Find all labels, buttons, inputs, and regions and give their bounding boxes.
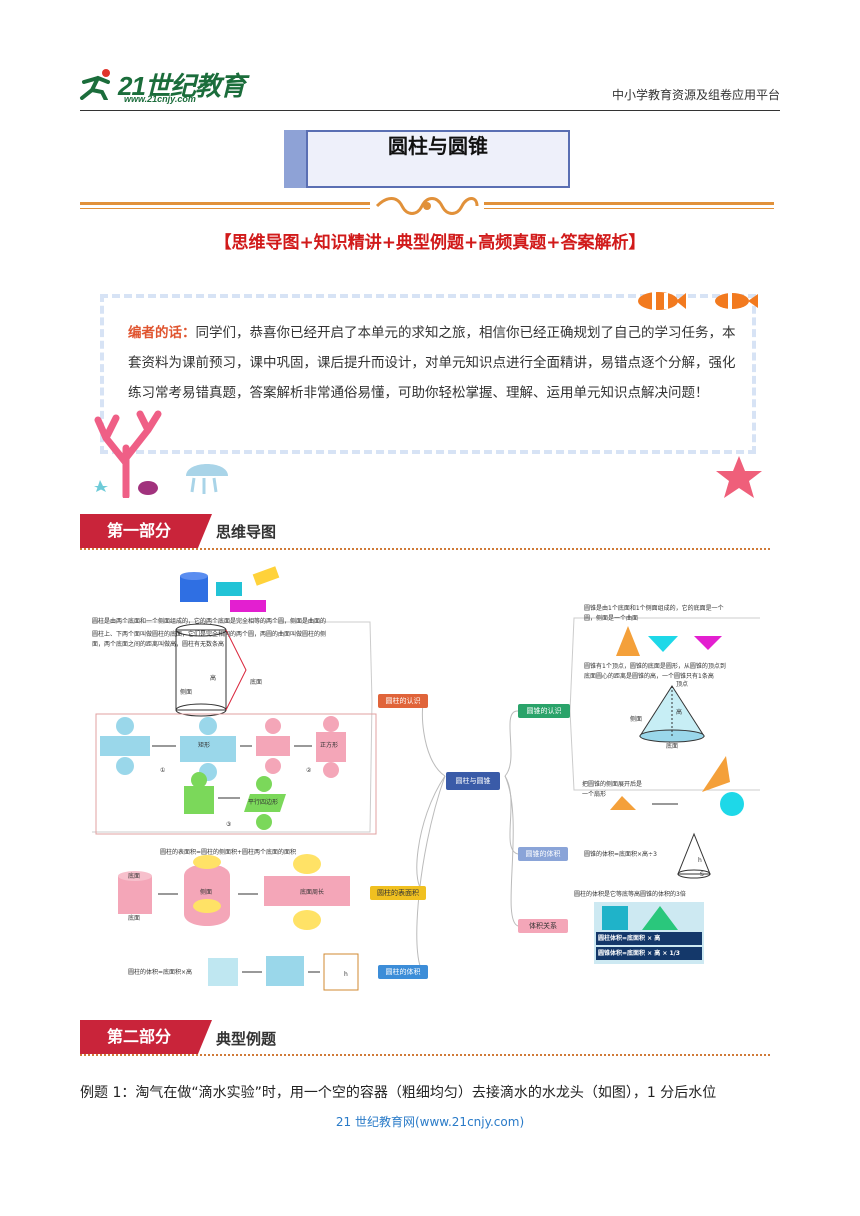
unfold-num-1: ① <box>160 767 166 774</box>
cone-desc-1: 圆锥是由1个底面和1个侧面组成的，它的底面是一个 <box>584 605 724 612</box>
runner-logo-icon <box>80 69 110 100</box>
clownfish-icon <box>638 292 758 310</box>
cone-apex-1: 圆锥有1个顶点，圆锥的底面是圆形，从圆锥的顶点到 <box>584 663 726 670</box>
section-1-tab: 第一部分 <box>80 514 212 548</box>
logo-text: 21世纪教育 <box>118 71 246 101</box>
unfold-label-square: 正方形 <box>320 742 339 749</box>
cone-label-side: 侧面 <box>630 716 643 723</box>
ornament-line-left <box>80 202 370 205</box>
section-2-title: 典型例题 <box>216 1030 277 1048</box>
ornament-line-right-thin <box>484 208 774 209</box>
node-cone-recognition: 圆锥的认识 <box>518 704 570 718</box>
logo-url: www.21cnjy.com <box>124 94 196 104</box>
cone-label-height: 高 <box>676 709 683 716</box>
cyl-label-side: 侧面 <box>180 689 193 696</box>
editor-note-label: 编者的话： <box>128 325 196 341</box>
header-divider <box>80 110 780 111</box>
unfold-num-2: ② <box>306 767 312 774</box>
cone-unfold-1: 把圆锥的侧面展开后是 <box>582 781 643 788</box>
relation-formula-2: 圆锥体积=底面积 × 高 × 1/3 <box>598 950 680 957</box>
cyl-desc-1: 圆柱是由两个底面和一个侧面组成的，它的两个底面是完全相等的两个圆，侧面是曲面的 <box>92 618 327 625</box>
page-title: 圆柱与圆锥 <box>388 134 488 158</box>
relation-desc: 圆柱的体积是它等底等高圆锥的体积的3倍 <box>574 891 686 898</box>
cyl-volume-h: h <box>344 971 348 978</box>
node-cylinder-recognition: 圆柱的认识 <box>378 694 428 708</box>
coral-icon <box>94 410 162 498</box>
cone-volume-formula: 圆锥的体积=底面积×高÷3 <box>584 851 657 858</box>
unfold-label-rect: 矩形 <box>198 742 211 749</box>
footer-link[interactable]: 21 世纪教育网(www.21cnjy.com) <box>335 1115 525 1129</box>
editor-note-box <box>100 294 756 454</box>
surface-label-side: 侧面 <box>200 889 213 896</box>
example-1-text: 例题 1：淘气在做“滴水实验”时，用一个空的容器（粗细均匀）去接滴水的水龙头（如… <box>80 1085 717 1101</box>
cyl-desc-3: 面，两个底面之间的距离叫做高，圆柱有无数条高 <box>92 641 225 648</box>
unfold-num-3: ③ <box>226 821 232 828</box>
subtitle: 【思维导图+知识精讲+典型例题+高频真题+答案解析】 <box>214 233 646 253</box>
node-volume-relation: 体积关系 <box>518 919 568 933</box>
editor-note-text: 编者的话：同学们，恭喜你已经开启了本单元的求知之旅，相信你已经正确规划了自己的学… <box>128 318 748 408</box>
surface-label-circumference: 底面周长 <box>300 889 325 896</box>
relation-formula-1: 圆柱体积=底面积 × 高 <box>598 935 661 942</box>
node-cylinder-surface: 圆柱的表面积 <box>370 886 426 900</box>
jellyfish-icon <box>186 464 228 494</box>
editor-note-body: 同学们，恭喜你已经开启了本单元的求知之旅，相信你已经正确规划了自己的学习任务，本… <box>128 325 736 401</box>
section-2-divider <box>80 1054 770 1056</box>
mindmap-graphics <box>92 566 760 991</box>
cone-unfold-2: 一个扇形 <box>582 791 607 798</box>
cone-volume-h: h <box>698 857 702 864</box>
cone-label-base: 底面 <box>666 743 679 750</box>
surface-label-base-bottom: 底面 <box>128 915 141 922</box>
cone-label-apex: 顶点 <box>676 681 689 688</box>
scroll-ornament-icon <box>375 197 479 215</box>
section-1-divider <box>80 548 770 550</box>
starfish-icon <box>716 456 762 498</box>
cone-desc-2: 圆，侧面是一个曲面 <box>584 615 639 622</box>
ornament-line-right <box>484 202 774 205</box>
unfold-label-para: 平行四边形 <box>248 799 279 806</box>
cyl-label-base: 底面 <box>250 679 263 686</box>
title-box <box>306 130 570 188</box>
platform-name: 中小学教育资源及组卷应用平台 <box>611 88 780 102</box>
cyl-label-height: 高 <box>210 675 217 682</box>
node-cone-volume: 圆锥的体积 <box>518 847 568 861</box>
section-1-title: 思维导图 <box>216 523 277 541</box>
node-center: 圆柱与圆锥 <box>446 772 500 790</box>
ornament-line-left-thin <box>80 208 370 209</box>
cyl-volume-formula: 圆柱的体积=底面积×高 <box>128 969 193 976</box>
surface-formula: 圆柱的表面积=圆柱的侧面积+圆柱两个底面的面积 <box>160 849 297 856</box>
surface-label-base-top: 底面 <box>128 873 141 880</box>
cone-volume-s: S <box>700 871 704 878</box>
cyl-desc-2: 圆柱上、下两个面叫做圆柱的底面，它们是完全相同的两个圆，两圆的曲面叫做圆柱的侧 <box>92 631 327 638</box>
node-cylinder-volume: 圆柱的体积 <box>378 965 428 979</box>
section-2-tab: 第二部分 <box>80 1020 212 1054</box>
cone-apex-2: 底面圆心的距离是圆锥的高，一个圆锥只有1条高 <box>584 673 714 680</box>
